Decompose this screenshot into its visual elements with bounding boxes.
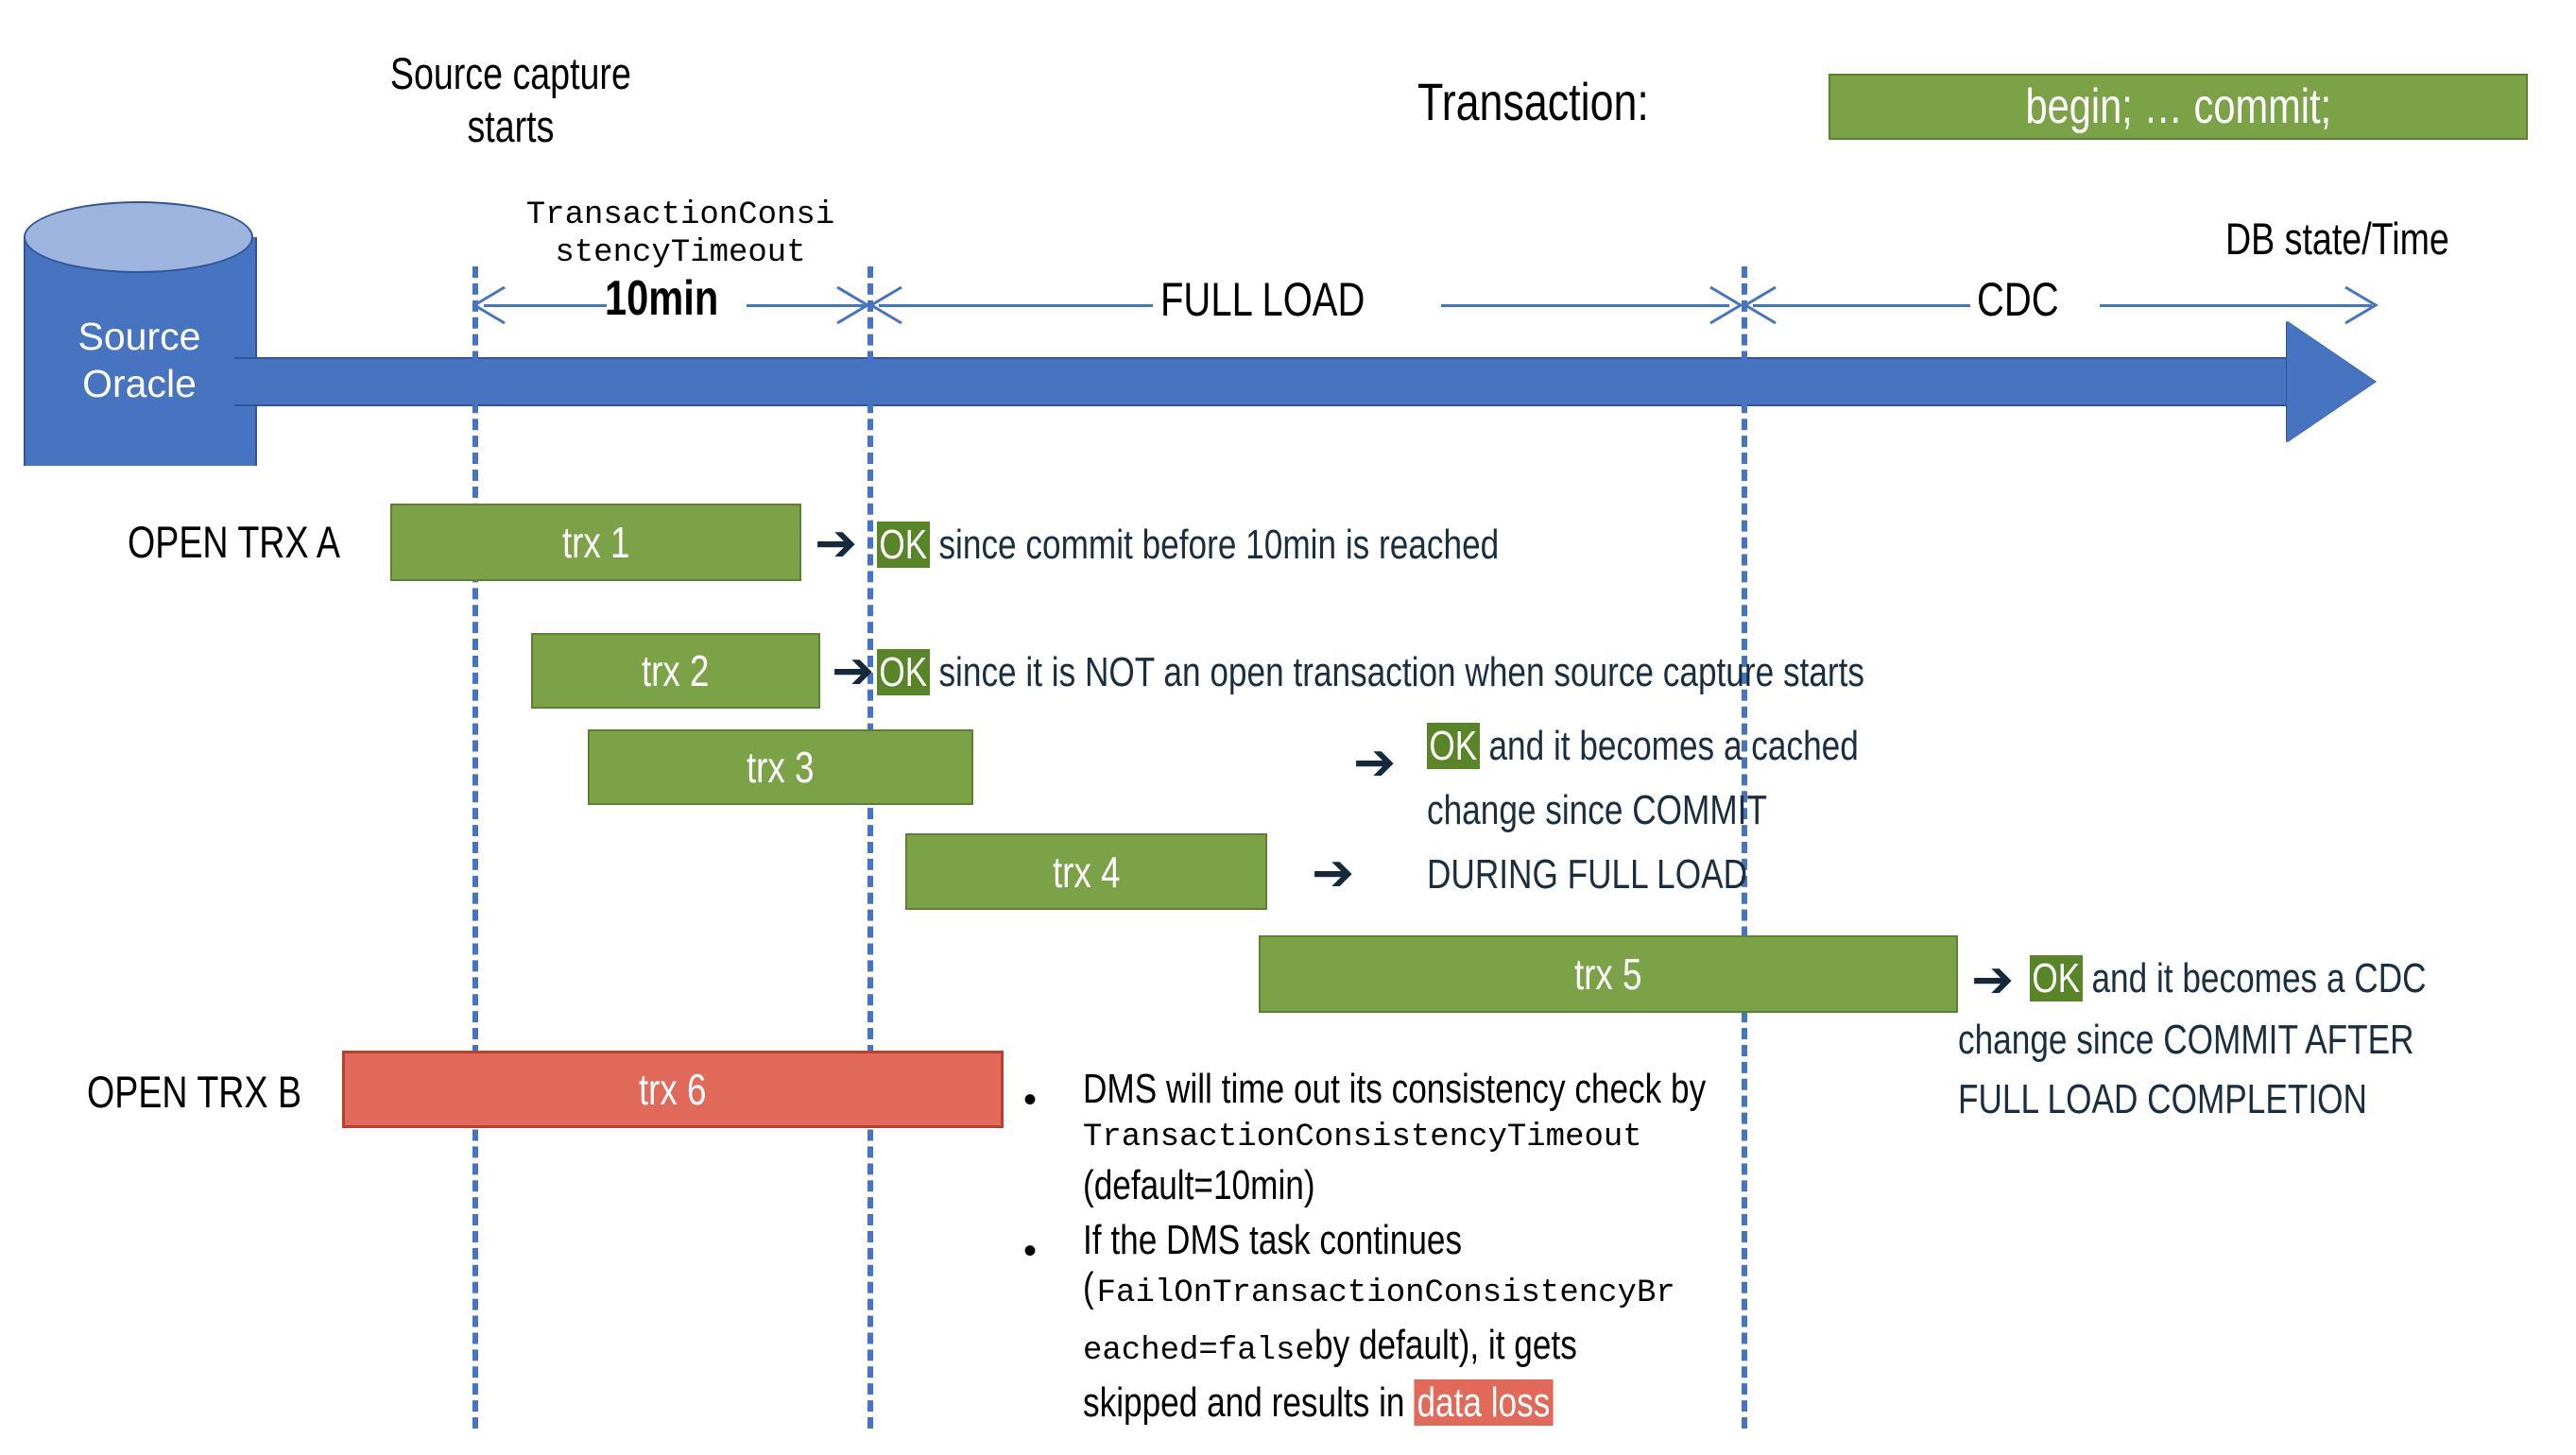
source-db-label: Source Oracle <box>24 313 255 407</box>
note-trx1: OK since commit before 10min is reached <box>877 521 1655 569</box>
arrow-to-note-trx5: ➔ <box>1971 951 2015 1008</box>
bullet1-line1: DMS will time out its consistency check … <box>1083 1066 1707 1112</box>
note-trx5-line2: change since COMMIT AFTER <box>1958 1017 2414 1063</box>
open-trx-b-label: OPEN TRX B <box>87 1067 302 1117</box>
note-trx2: OK since it is NOT an open transaction w… <box>877 648 2111 696</box>
timeline-arrow-shaft <box>234 357 2294 406</box>
list-item: • If the DMS task continues (FailOnTrans… <box>1023 1217 1968 1427</box>
cdc-arrow-right-head <box>2344 285 2379 325</box>
trx-bar-trx6[interactable]: trx 6 <box>342 1051 1004 1128</box>
data-loss-highlight: data loss <box>1414 1379 1554 1426</box>
bullet-list: • DMS will time out its consistency chec… <box>1023 1066 1968 1427</box>
list-item: • DMS will time out its consistency chec… <box>1023 1066 1968 1209</box>
timeout-parameter-line2: stencyTimeout <box>555 235 806 271</box>
note-trx34-line2: change since COMMIT <box>1427 787 1767 833</box>
bullet2-line4: skipped and results in data loss <box>1083 1379 1968 1427</box>
cdc-line-left <box>1753 304 1970 307</box>
trx-bar-trx5[interactable]: trx 5 <box>1259 935 1958 1013</box>
fullload-line-right <box>1441 304 1729 307</box>
timeout-value-label: 10min <box>605 271 719 326</box>
source-capture-line2: starts <box>467 101 554 151</box>
arrow-to-note-trx3: ➔ <box>1353 734 1397 791</box>
timeout-parameter-caption: TransactionConsi stencyTimeout <box>491 197 869 272</box>
arrow-to-note-trx2: ➔ <box>832 642 875 699</box>
timeout-parameter-line1: TransactionConsi <box>525 197 835 233</box>
cylinder-top-ellipse <box>24 201 253 273</box>
trx-bar-trx1[interactable]: trx 1 <box>390 504 801 581</box>
fullload-line-left <box>879 304 1153 307</box>
ok-badge: OK <box>877 649 930 695</box>
dashed-line-capture-start <box>472 266 478 1429</box>
bullet2-line2: (FailOnTransactionConsistencyBr <box>1083 1264 1675 1311</box>
source-db-label-line2: Oracle <box>82 362 197 405</box>
bullet-marker: • <box>1023 1230 1038 1272</box>
cdc-phase-label: CDC <box>1977 273 2059 326</box>
cdc-line-right <box>2100 304 2372 307</box>
note-trx34-line1: OK and it becomes a cached <box>1427 722 1966 770</box>
timeline-arrow-head <box>2287 321 2376 442</box>
bullet2-line1: If the DMS task continues <box>1083 1217 1463 1263</box>
source-capture-heading: Source capture starts <box>312 47 709 153</box>
note-trx34-line3: DURING FULL LOAD <box>1427 851 1748 898</box>
timeout-measure-line-left <box>484 304 607 307</box>
trx-bar-label: trx 1 <box>561 518 630 567</box>
source-database-cylinder: Source Oracle <box>24 201 257 502</box>
bullet1-line2: TransactionConsistencyTimeout <box>1083 1120 1642 1155</box>
dashed-line-timeout-end <box>867 266 873 1429</box>
trx-bar-label: trx 4 <box>1052 847 1121 897</box>
note-trx5-line3: FULL LOAD COMPLETION <box>1958 1076 2367 1122</box>
source-capture-line1: Source capture <box>389 48 631 98</box>
bullet1-line3: (default=10min) <box>1083 1162 1315 1208</box>
note-trx5-line1: OK and it becomes a CDC <box>2030 954 2525 1002</box>
trx-bar-label: trx 6 <box>639 1065 707 1114</box>
cylinder-body <box>24 237 257 466</box>
trx-bar-label: trx 3 <box>747 743 815 792</box>
db-state-time-label: DB state/Time <box>2225 214 2449 264</box>
bullet-marker: • <box>1023 1079 1038 1121</box>
note-trx1-text: since commit before 10min is reached <box>929 522 1500 568</box>
trx-bar-trx2[interactable]: trx 2 <box>531 633 820 709</box>
ok-badge: OK <box>1427 723 1480 769</box>
note-trx34-line1-text: and it becomes a cached <box>1479 723 1859 769</box>
trx-bar-trx4[interactable]: trx 4 <box>905 833 1267 910</box>
transaction-legend-label: Transaction: <box>1417 72 1649 131</box>
transaction-legend-text: begin; … commit; <box>2025 79 2331 134</box>
transaction-legend-box: begin; … commit; <box>1829 74 2528 140</box>
bullet2-line3: eached=false by default), it gets <box>1083 1322 1577 1369</box>
note-trx2-text: since it is NOT an open transaction when… <box>929 649 1865 695</box>
arrow-to-note-trx1: ➔ <box>815 515 858 572</box>
source-db-label-line1: Source <box>77 315 201 358</box>
arrow-to-note-trx4: ➔ <box>1312 845 1355 901</box>
ok-badge: OK <box>877 522 930 568</box>
full-load-phase-label: FULL LOAD <box>1160 273 1365 326</box>
open-trx-a-label: OPEN TRX A <box>128 517 340 567</box>
timeout-measure-line-right <box>747 304 867 307</box>
ok-badge: OK <box>2030 955 2083 1001</box>
timeout-arrow-right-head <box>836 285 870 325</box>
fullload-arrow-right-head <box>1709 285 1743 325</box>
trx-bar-trx3[interactable]: trx 3 <box>588 729 973 805</box>
trx-bar-label: trx 2 <box>642 646 710 695</box>
trx-bar-label: trx 5 <box>1574 950 1642 999</box>
dashed-line-fullload-end <box>1742 266 1747 1429</box>
note-trx5-line1-text: and it becomes a CDC <box>2082 955 2427 1001</box>
